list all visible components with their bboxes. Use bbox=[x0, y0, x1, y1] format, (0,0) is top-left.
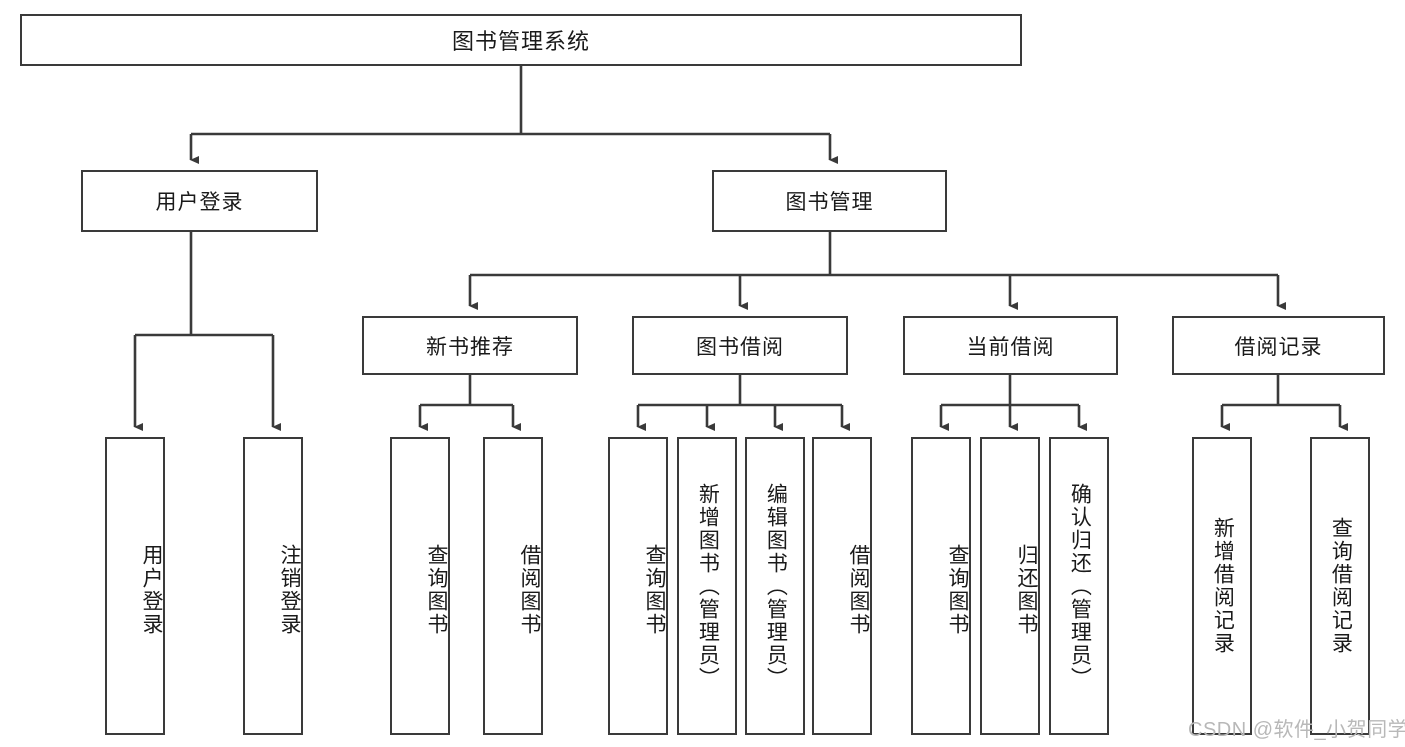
node-label: 查询图书 bbox=[425, 544, 448, 636]
node-label: 借阅记录 bbox=[1234, 335, 1323, 359]
leaf-current-return-book[interactable]: 归还图书 bbox=[980, 437, 1040, 735]
node-book-management[interactable]: 图书管理 bbox=[712, 170, 947, 232]
node-label: 确认归还（管理员） bbox=[1068, 482, 1092, 690]
leaf-borrow-edit-book-admin[interactable]: 编辑图书（管理员） bbox=[745, 437, 805, 735]
node-label: 新增借阅记录 bbox=[1211, 517, 1235, 655]
leaf-record-add-record[interactable]: 新增借阅记录 bbox=[1192, 437, 1252, 735]
node-borrow-record[interactable]: 借阅记录 bbox=[1172, 316, 1385, 375]
node-label: 归还图书 bbox=[1015, 544, 1038, 636]
node-label: 注销登录 bbox=[278, 544, 301, 636]
node-label: 图书管理系统 bbox=[451, 29, 590, 54]
node-label: 借阅图书 bbox=[518, 544, 541, 636]
leaf-borrow-borrow-book[interactable]: 借阅图书 bbox=[812, 437, 872, 735]
leaf-new-book-borrow[interactable]: 借阅图书 bbox=[483, 437, 543, 735]
node-label: 编辑图书（管理员） bbox=[764, 482, 788, 690]
leaf-user-login-login[interactable]: 用户登录 bbox=[105, 437, 165, 735]
node-label: 查询图书 bbox=[946, 544, 969, 636]
node-user-login[interactable]: 用户登录 bbox=[81, 170, 318, 232]
node-book-borrow[interactable]: 图书借阅 bbox=[632, 316, 848, 375]
watermark-text: CSDN @软件_小贺同学 bbox=[1188, 719, 1405, 741]
node-label: 用户登录 bbox=[155, 191, 244, 214]
node-root-system[interactable]: 图书管理系统 bbox=[20, 14, 1022, 66]
node-new-book-recommend[interactable]: 新书推荐 bbox=[362, 316, 578, 375]
leaf-borrow-query-book[interactable]: 查询图书 bbox=[608, 437, 668, 735]
leaf-borrow-add-book-admin[interactable]: 新增图书（管理员） bbox=[677, 437, 737, 735]
node-label: 图书借阅 bbox=[696, 335, 784, 359]
node-label: 用户登录 bbox=[140, 544, 163, 636]
node-label: 当前借阅 bbox=[966, 335, 1055, 359]
node-label: 查询图书 bbox=[643, 544, 666, 636]
leaf-current-confirm-return-admin[interactable]: 确认归还（管理员） bbox=[1049, 437, 1109, 735]
leaf-record-query-record[interactable]: 查询借阅记录 bbox=[1310, 437, 1370, 735]
leaf-new-book-query[interactable]: 查询图书 bbox=[390, 437, 450, 735]
node-label: 查询借阅记录 bbox=[1329, 517, 1353, 655]
node-label: 新增图书（管理员） bbox=[696, 482, 720, 690]
node-current-borrow[interactable]: 当前借阅 bbox=[903, 316, 1118, 375]
leaf-user-login-logout[interactable]: 注销登录 bbox=[243, 437, 303, 735]
node-label: 新书推荐 bbox=[426, 335, 514, 359]
leaf-current-query-book[interactable]: 查询图书 bbox=[911, 437, 971, 735]
node-label: 借阅图书 bbox=[847, 544, 870, 636]
node-label: 图书管理 bbox=[785, 191, 874, 214]
